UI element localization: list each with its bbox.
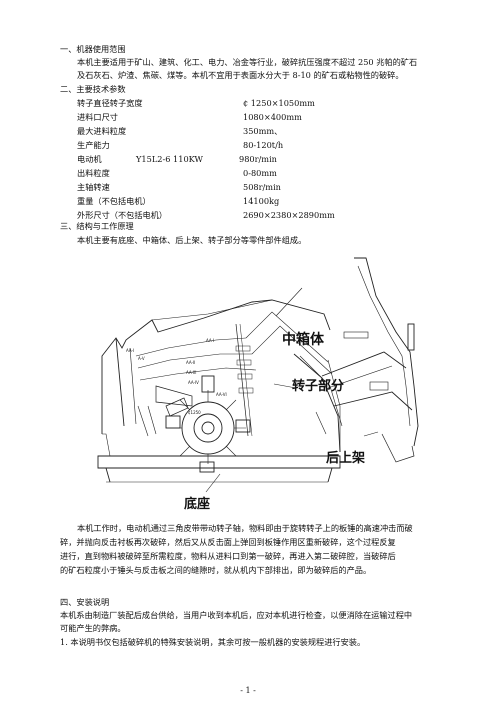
principle-line-1: 本机工作时，电动机通过三角皮带带动转子轴，物料即由于旋转转子上的板锤的高速冲击而… (77, 523, 413, 533)
spec-value: ¢ 1250×1050mm (243, 98, 315, 108)
spec-value: 350mm、 (243, 126, 283, 136)
section-1-body-line-2: 及石灰石、炉渣、焦碳、煤等。本机不宜用于表面水分大于 8-10 的矿石或粘物性的… (77, 70, 404, 80)
principle-line-2: 碎，并抛向反击衬板再次破碎，然后又从反击面上弹回到板锤作用区重新破碎，这个过程反… (60, 537, 396, 547)
principle-line-3: 进行，直到物料被破碎至所需粒度，物料从进料口到第一破碎，再进入第二破碎腔，当破碎… (60, 551, 396, 561)
spec-label: 最大进料粒度 (77, 126, 127, 136)
part-label: AA-II (186, 360, 195, 365)
section-2-title: 二、主要技术参数 (60, 84, 126, 94)
section-3-title: 三、结构与工作原理 (60, 221, 134, 231)
spec-label: 进料口尺寸 (77, 112, 118, 122)
install-line-3: 1. 本说明书仅包括破碎机的特殊安装说明，其余可按一般机器的安装规程进行安装。 (60, 637, 366, 647)
spec-value: 0-80mm (243, 168, 277, 178)
spec-label: 主轴转速 (77, 182, 110, 192)
section-4-title: 四、安装说明 (60, 597, 110, 607)
section-1-body-line-1: 本机主要适用于矿山、建筑、化工、电力、冶金等行业，破碎抗压强度不超过 250 兆… (77, 57, 418, 67)
part-label: AA-IV (188, 380, 199, 385)
crusher-assembly-drawing: AA-I AA-I AA-II AA-III AA-IV A-V AA-VI ¢… (96, 256, 426, 518)
spec-motor-model: Y15L2-6 110KW (136, 154, 203, 164)
spec-value: 2690×2380×2890mm (243, 210, 335, 220)
label-zhuanzi: 转子部分 (292, 378, 344, 394)
spec-label: 外形尺寸（不包括电机） (77, 210, 168, 220)
spec-value: 508r/min (243, 182, 281, 192)
spec-label: 转子直径转子宽度 (77, 98, 143, 108)
spec-label: 生产能力 (77, 140, 110, 150)
spec-value: 14100kg (243, 196, 280, 206)
part-label: AA-VI (216, 392, 227, 397)
label-zhongxiangti: 中箱体 (282, 331, 325, 348)
part-label: A-V (138, 356, 145, 361)
spec-label: 电动机 (77, 154, 102, 164)
page-number: - 1 - (240, 686, 256, 695)
spec-label: 出料粒度 (77, 168, 110, 178)
spec-value: 1080×400mm (243, 112, 302, 122)
install-line-1: 本机系由制造厂装配后成台供给，当用户收到本机后，应对本机进行检查，以便消除在运输… (60, 610, 413, 620)
part-label: AA-III (186, 370, 196, 375)
label-houshangjia: 后上架 (326, 450, 365, 466)
principle-line-4: 的矿石粒度小于锤头与反击板之间的缝隙时，就从机内下部排出，即为破碎后的产品。 (60, 565, 372, 575)
part-label: AA-I (206, 338, 214, 343)
label-dizuo: 底座 (184, 496, 210, 512)
part-label: ¢1250 (188, 410, 201, 415)
spec-value: 80-120t/h (243, 140, 284, 150)
section-1-title: 一、机器使用范围 (60, 44, 126, 54)
crusher-drawing-svg: AA-I AA-I AA-II AA-III AA-IV A-V AA-VI ¢… (97, 257, 419, 512)
spec-value: 980r/min (239, 154, 277, 164)
spec-label: 重量（不包括电机） (77, 196, 151, 206)
install-line-2: 可能产生的弊病。 (60, 623, 126, 633)
part-label: AA-I (126, 348, 134, 353)
section-3-body: 本机主要有底座、中箱体、后上架、转子部分等零件部件组成。 (77, 235, 307, 245)
